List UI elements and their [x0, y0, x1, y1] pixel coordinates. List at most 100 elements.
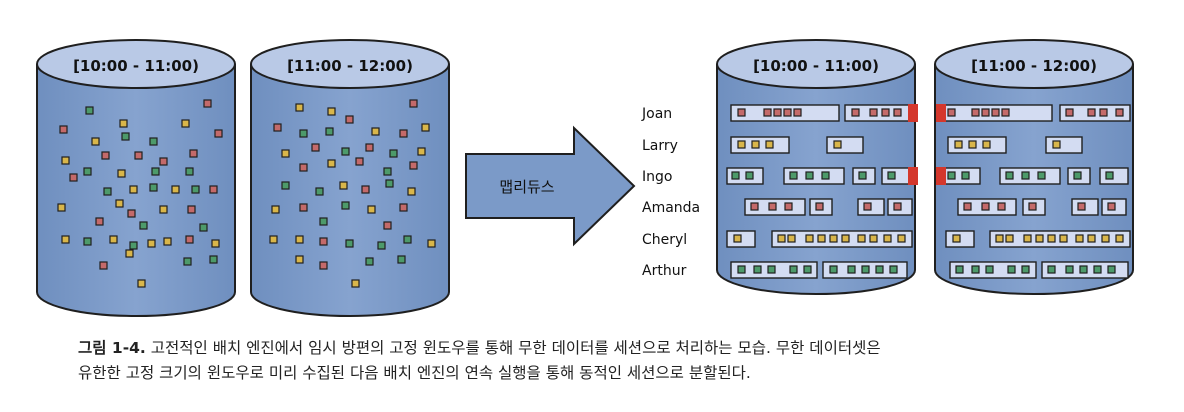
user-label-joan: Joan [641, 106, 672, 122]
session-box [999, 167, 1061, 185]
raw-event [139, 221, 148, 230]
session-event [954, 140, 963, 149]
session-event [963, 202, 972, 211]
raw-event [351, 279, 360, 288]
raw-event [355, 157, 364, 166]
session-box [822, 261, 908, 279]
session-event [817, 234, 826, 243]
session-event [847, 265, 856, 274]
raw-event [159, 157, 168, 166]
session-event [1007, 265, 1016, 274]
session-event [995, 234, 1004, 243]
raw-event [85, 106, 94, 115]
session-event [1001, 108, 1010, 117]
session-event [869, 108, 878, 117]
session-event [805, 234, 814, 243]
session-event [875, 265, 884, 274]
raw-events-2 [269, 99, 436, 288]
raw-event [271, 205, 280, 214]
raw-event [383, 167, 392, 176]
raw-event [365, 257, 374, 266]
session-event [1077, 202, 1086, 211]
session-event [1052, 140, 1061, 149]
raw-event [209, 255, 218, 264]
session-box [852, 167, 876, 185]
raw-event [95, 217, 104, 226]
session-box [949, 261, 1037, 279]
session-event [737, 265, 746, 274]
raw-event [149, 183, 158, 192]
raw-event [187, 205, 196, 214]
caption-line-1: 고전적인 배치 엔진에서 임시 방편의 고정 윈도우를 통해 무한 데이터를 세… [145, 339, 881, 357]
session-event [1021, 265, 1030, 274]
session-event [803, 265, 812, 274]
raw-event [181, 119, 190, 128]
session-box [887, 198, 913, 216]
session-event [763, 108, 772, 117]
raw-event [345, 239, 354, 248]
session-event [1059, 234, 1068, 243]
raw-window-cylinder-2: [11:00 - 12:00) [250, 39, 450, 317]
raw-event [327, 107, 336, 116]
session-event [881, 108, 890, 117]
raw-event [371, 127, 380, 136]
raw-event [115, 199, 124, 208]
session-event [1073, 171, 1082, 180]
session-event [1087, 234, 1096, 243]
raw-event [69, 173, 78, 182]
session-box [844, 104, 914, 122]
session-event [783, 108, 792, 117]
session-event [991, 108, 1000, 117]
raw-event [59, 125, 68, 134]
session-box [730, 261, 818, 279]
session-event [1005, 234, 1014, 243]
raw-event [327, 159, 336, 168]
raw-event [409, 161, 418, 170]
session-event [1037, 171, 1046, 180]
session-box [1099, 167, 1129, 185]
session-event [737, 140, 746, 149]
session-event [1093, 265, 1102, 274]
raw-event [159, 205, 168, 214]
session-event [857, 234, 866, 243]
raw-event [299, 129, 308, 138]
raw-event [209, 185, 218, 194]
window-label-1: [10:00 - 11:00) [73, 57, 199, 75]
raw-event [281, 181, 290, 190]
raw-event [149, 137, 158, 146]
session-event [851, 108, 860, 117]
raw-event [101, 151, 110, 160]
window-label-3: [10:00 - 11:00) [753, 57, 879, 75]
raw-event [281, 149, 290, 158]
session-event [1101, 234, 1110, 243]
session-box [1059, 104, 1131, 122]
session-event [1065, 108, 1074, 117]
session-box [1041, 261, 1129, 279]
window-label-4: [11:00 - 12:00) [971, 57, 1097, 75]
session-event [784, 202, 793, 211]
session-event [768, 202, 777, 211]
session-event [952, 234, 961, 243]
raw-event [311, 143, 320, 152]
session-event [971, 265, 980, 274]
raw-event [121, 132, 130, 141]
mapreduce-label: 맵리듀스 [499, 178, 554, 196]
session-box [771, 230, 913, 248]
session-event [1065, 265, 1074, 274]
raw-event [129, 185, 138, 194]
raw-event [365, 143, 374, 152]
session-event [1105, 171, 1114, 180]
raw-event [125, 249, 134, 258]
session-event [789, 265, 798, 274]
raw-event [61, 156, 70, 165]
session-event [1079, 265, 1088, 274]
raw-event [185, 235, 194, 244]
session-box [989, 230, 1131, 248]
user-label-ingo: Ingo [642, 169, 672, 185]
window-label-2: [11:00 - 12:00) [287, 57, 413, 75]
session-event [889, 265, 898, 274]
session-box [726, 230, 756, 248]
session-event [751, 140, 760, 149]
raw-event [295, 255, 304, 264]
raw-event [203, 99, 212, 108]
